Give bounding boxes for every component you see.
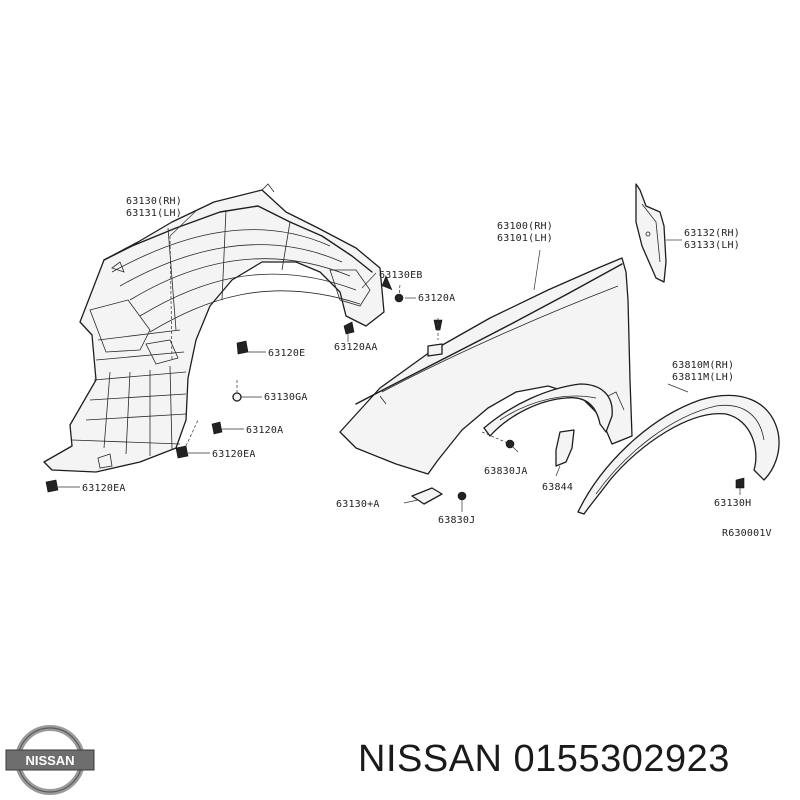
label-63120aa: 63120AA [334,342,378,353]
part-labels: 63130(RH) 63131(LH) 63130EB 63120A 63120… [82,196,772,539]
leader-lines [58,208,741,512]
label-63130a: 63130+A [336,499,380,510]
label-63120ea-mid: 63120EA [212,449,256,460]
pad-63130a [411,487,443,505]
part-number-title: NISSAN 0155302923 [358,738,730,780]
label-63120a-top: 63120A [418,293,455,304]
bracket-63132 [635,183,667,283]
label-63133-lh: 63133(LH) [684,240,740,251]
label-63844: 63844 [542,482,573,493]
label-63811m-lh: 63811M(LH) [672,372,734,383]
label-63130ga: 63130GA [264,392,308,403]
fender-liner [43,183,385,473]
fasteners [45,275,745,501]
label-63130h: 63130H [714,498,751,509]
label-63132-rh: 63132(RH) [684,228,740,239]
label-63120a-mid: 63120A [246,425,283,436]
label-63120ea-bot: 63120EA [82,483,126,494]
logo-text: NISSAN [25,753,74,768]
label-63100-rh: 63100(RH) [497,221,553,232]
label-63810m-rh: 63810M(RH) [672,360,734,371]
label-63130eb: 63130EB [379,270,423,281]
nissan-logo: NISSAN [5,725,95,795]
wheel-arch-molding [577,394,780,515]
label-63101-lh: 63101(LH) [497,233,553,244]
label-63830ja: 63830JA [484,466,528,477]
label-63130-rh: 63130(RH) [126,196,182,207]
bracket-63844 [555,429,575,467]
label-63120e: 63120E [268,348,305,359]
label-63131-lh: 63131(LH) [126,208,182,219]
arch-seal [483,383,613,437]
label-63830j: 63830J [438,515,475,526]
front-fender [339,257,633,475]
reference-code: R630001V [722,528,772,539]
